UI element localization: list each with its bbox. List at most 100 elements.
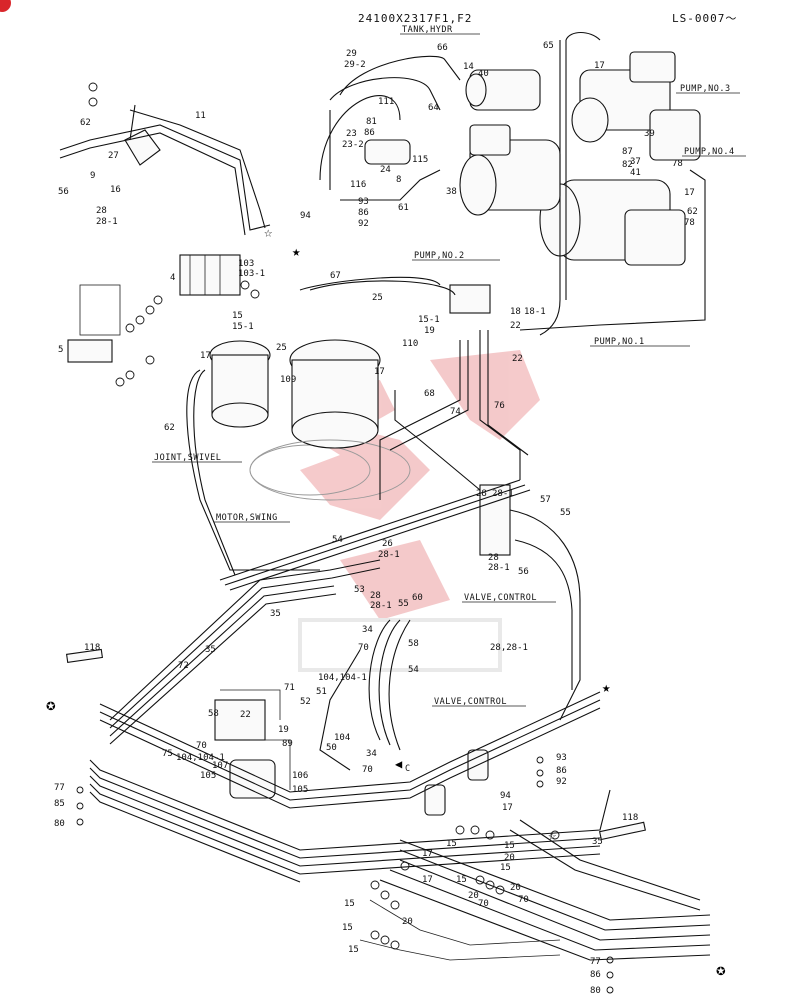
serial-range: LS-0007～ [672,12,737,25]
callout: 116 [350,180,366,190]
caption-valve-control-upper: VALVE,CONTROL [464,593,537,603]
callout: 80 [54,819,65,829]
callout: 8 [396,175,401,185]
joint-swivel [209,340,371,496]
callout: 94 [300,211,311,221]
callout: 37 [630,157,641,167]
pump-no1 [539,179,686,266]
callout: 70 [358,643,369,653]
callout: 54 [332,535,343,545]
callout: 11 [195,111,206,121]
callout: 28 [96,206,107,216]
callout: 115 [412,155,428,165]
callout: 62 [80,118,91,128]
valve-block-5 [67,284,121,363]
callout: 94 [500,791,511,801]
callout: 92 [556,777,567,787]
callout: 118 [84,643,100,653]
corner-badge [0,0,11,12]
callout: 16 [110,185,121,195]
callout: 93 [556,753,567,763]
callout: 15-1 [418,315,440,325]
callout: 15 [342,923,353,933]
star-icon: ★ [602,680,611,696]
callout: 35 [205,645,216,655]
callout: 70 [196,741,207,751]
callout: 15 [500,863,511,873]
pump-no4 [649,109,701,161]
callout: 82 [622,160,633,170]
pilot-manifold [364,139,411,165]
caption-pump-no1: PUMP,NO.1 [594,337,645,347]
callout: 56 [518,567,529,577]
callout: 18 [510,307,521,317]
callout: 105 [200,771,216,781]
callout: 22 [240,710,251,720]
callout: 15 [456,875,467,885]
callout: 17 [374,367,385,377]
callout: 28,28-1 [490,643,528,653]
callout: 28-1 [492,489,514,499]
callout: 81 [366,117,377,127]
callout: 15-1 [232,322,254,332]
arrow-c-icon: ◀ [395,757,403,771]
callout: 20 [468,891,479,901]
caption-underlines [152,33,746,707]
callout: 86 [556,766,567,776]
watermark-text-box [298,618,502,672]
callout: 22 [512,354,523,364]
callout: 104,104-1 [176,753,225,763]
callout: 28 [476,489,487,499]
callout: 15 [232,311,243,321]
callout: 64 [428,103,439,113]
swing-motor [249,339,411,501]
callout: 56 [58,187,69,197]
callout: 28-1 [370,601,392,611]
callout: 15 [348,945,359,955]
callout: 77 [54,783,65,793]
hydraulic-tank-port [465,69,541,111]
callout: 105 [292,785,308,795]
callout: 51 [316,687,327,697]
callout: 5 [58,345,63,355]
caption-pump-no4: PUMP,NO.4 [684,147,735,157]
callout: 61 [398,203,409,213]
callout: 27 [108,151,119,161]
callout: 18-1 [524,307,546,317]
pump-no2 [459,124,561,216]
callout: 14 [463,62,474,72]
callout: 103-1 [238,269,265,279]
callout: 60 [412,593,423,603]
callout: 103 [238,259,254,269]
callout: 17 [594,61,605,71]
callout: 62 [164,423,175,433]
caption-pump-no2: PUMP,NO.2 [414,251,465,261]
callout: 25 [276,343,287,353]
callout: 93 [358,197,369,207]
star-icon: ★ [292,244,301,260]
callout: 111 [378,97,394,107]
callout: 72 [178,661,189,671]
callout: 20 [504,853,515,863]
callout: 86 [358,208,369,218]
callout: 70 [478,899,489,909]
callout: 28 [488,553,499,563]
callout: 4 [170,273,175,283]
callout: 104,104-1 [318,673,367,683]
callout: 118 [622,813,638,823]
star-circle-icon: ✪ [716,960,726,979]
callout: 23-2 [342,140,364,150]
part-callouts: 11 62 27 9 16 56 28 28-1 29 29-2 66 14 4… [54,41,698,996]
callout: 15 [344,899,355,909]
pump-no3 [571,51,676,143]
callout: 58 [408,639,419,649]
callout: 86 [364,128,375,138]
callout: 52 [300,697,311,707]
callout: 9 [90,171,95,181]
fitting-clusters [76,82,614,994]
callout: 29 [346,49,357,59]
callout: 17 [200,351,211,361]
callout: 50 [326,743,337,753]
callout: 110 [402,339,418,349]
callout: 71 [284,683,295,693]
